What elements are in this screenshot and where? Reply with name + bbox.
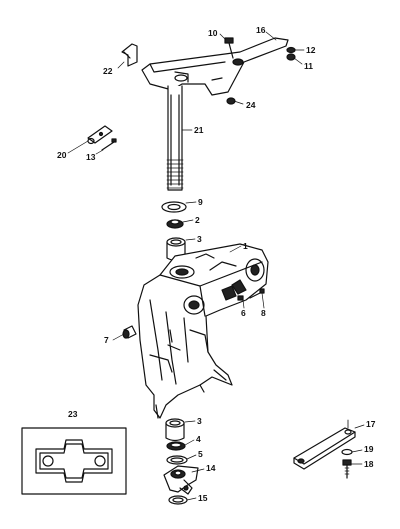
callout-4: 4 xyxy=(196,434,201,444)
part-15-ring xyxy=(168,495,188,505)
callout-17: 17 xyxy=(366,419,376,429)
callout-3-upper: 3 xyxy=(197,234,202,244)
leader-lines xyxy=(67,31,365,501)
callout-14: 14 xyxy=(206,463,216,473)
part-3-lower-bushing xyxy=(165,418,185,442)
part-11-nut xyxy=(286,53,296,61)
part-7-bushing xyxy=(122,325,137,339)
part-10-bolt xyxy=(224,37,234,59)
callout-19: 19 xyxy=(364,444,374,454)
part-5-ring xyxy=(166,455,188,465)
part-23-gasket xyxy=(35,439,113,483)
callout-23: 23 xyxy=(68,409,78,419)
part-21-steering-shaft xyxy=(166,85,184,191)
part-4-washer xyxy=(166,441,186,451)
part-19-washer xyxy=(341,448,353,456)
callout-21: 21 xyxy=(194,125,204,135)
callout-11: 11 xyxy=(304,61,313,71)
callout-24: 24 xyxy=(246,100,256,110)
callout-2: 2 xyxy=(195,215,200,225)
callout-6: 6 xyxy=(241,308,246,318)
part-9-washer xyxy=(161,201,187,213)
part-17-tie-bar xyxy=(293,419,356,470)
part-16-swivel-arm xyxy=(141,37,289,96)
part-18-bolt xyxy=(342,459,352,479)
callout-5: 5 xyxy=(198,449,203,459)
callout-labels: 10 16 12 11 22 24 21 20 13 9 2 3 1 6 8 7… xyxy=(57,25,376,503)
callout-18: 18 xyxy=(364,459,374,469)
part-20-pin xyxy=(87,125,113,145)
callout-13: 13 xyxy=(86,152,96,162)
callout-15: 15 xyxy=(198,493,208,503)
part-1-swivel-bracket xyxy=(137,243,269,419)
callout-20: 20 xyxy=(57,150,67,160)
part-14-steering-arm xyxy=(163,465,199,495)
callout-9: 9 xyxy=(198,197,203,207)
callout-7: 7 xyxy=(104,335,109,345)
callout-22: 22 xyxy=(103,66,113,76)
part-6-lock xyxy=(237,295,244,301)
callout-12: 12 xyxy=(306,45,316,55)
callout-8: 8 xyxy=(261,308,266,318)
callout-3-lower: 3 xyxy=(197,416,202,426)
part-22-bracket xyxy=(121,43,138,67)
callout-16: 16 xyxy=(256,25,266,35)
part-2-seal xyxy=(166,219,184,229)
part-13-bolt xyxy=(101,138,117,151)
callout-10: 10 xyxy=(208,28,218,38)
callout-1: 1 xyxy=(243,241,248,251)
